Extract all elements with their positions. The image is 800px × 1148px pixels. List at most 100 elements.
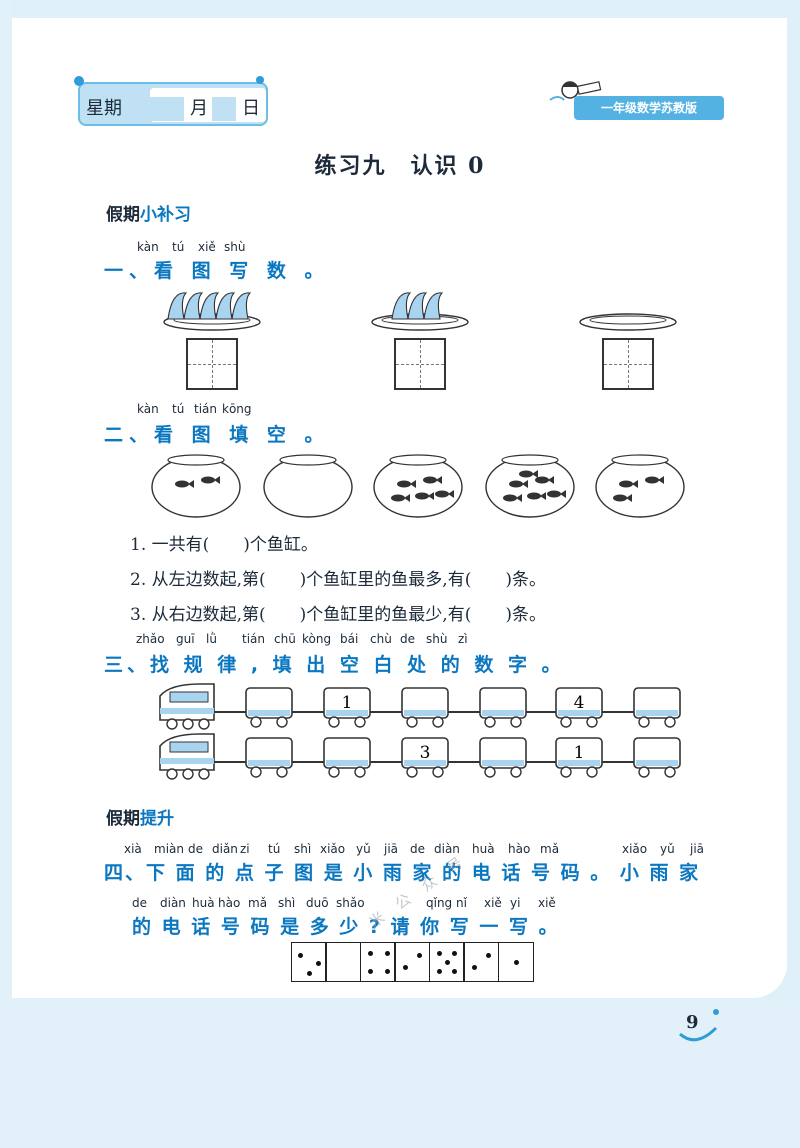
- fish-icon: [201, 476, 220, 484]
- pinyin: tián: [242, 632, 265, 646]
- pinyin: guī: [176, 632, 195, 646]
- question-2-line-2: 2. 从左边数起,第( )个鱼缸里的鱼最多,有( )条。: [130, 570, 546, 590]
- wave-icon: [679, 1009, 719, 1042]
- day-label: 日: [242, 98, 260, 119]
- plate: [579, 313, 677, 331]
- train-car[interactable]: [401, 687, 449, 728]
- pinyin: qǐng: [426, 896, 453, 910]
- train-car[interactable]: 3: [401, 737, 449, 778]
- plate: [163, 292, 261, 331]
- weekday-label: 星期: [86, 98, 122, 119]
- pinyin: de: [400, 632, 415, 646]
- pinyin: xiě: [198, 240, 216, 254]
- train-car[interactable]: 1: [555, 737, 603, 778]
- pinyin: zi: [240, 842, 250, 856]
- train-car[interactable]: 4: [555, 687, 603, 728]
- dot: [297, 953, 303, 958]
- section-tag-suffix: 小补习: [140, 205, 191, 225]
- pinyin: bái: [340, 632, 359, 646]
- banana-icon: [183, 292, 204, 320]
- plate: [371, 292, 469, 331]
- pinyin: nǐ: [456, 896, 467, 910]
- dot-die: [463, 942, 499, 982]
- fish-icon: [619, 480, 638, 488]
- pinyin: lǜ: [206, 632, 217, 646]
- month-label: 月: [190, 98, 208, 119]
- pinyin: shù: [426, 632, 448, 646]
- question-1-heading: 一、看 图 写 数 。: [104, 260, 330, 282]
- kid-mascot-icon: [549, 81, 602, 101]
- banana-icon: [391, 292, 412, 320]
- pinyin: shǎo: [336, 896, 365, 910]
- dot: [486, 953, 491, 958]
- dot: [367, 951, 373, 956]
- train-car[interactable]: [323, 737, 371, 778]
- answer-box[interactable]: [602, 338, 654, 390]
- day-blank[interactable]: [212, 97, 236, 121]
- car-number: 4: [574, 693, 585, 713]
- fish-icon: [519, 470, 538, 478]
- dot-die: [394, 942, 430, 982]
- train-car[interactable]: [633, 737, 681, 778]
- month-blank[interactable]: [166, 97, 184, 121]
- dot: [451, 951, 457, 956]
- fish-icon: [547, 490, 566, 498]
- fish-bowl: [263, 454, 353, 518]
- pinyin: xiě: [484, 896, 502, 910]
- pinyin: tián: [194, 402, 217, 416]
- question-4-line-1: 四、下 面 的 点 子 图 是 小 雨 家 的 电 话 号 码 。 小 雨 家: [104, 862, 701, 884]
- bubble-icon: [256, 76, 264, 84]
- dot: [451, 969, 457, 974]
- train-car[interactable]: 1: [323, 687, 371, 728]
- banana-icon: [215, 292, 236, 320]
- pinyin: huà: [472, 842, 495, 856]
- fish-icon: [175, 480, 194, 488]
- section-tag-improve: 假期提升: [102, 804, 182, 832]
- question-2-line-3: 3. 从右边数起,第( )个鱼缸里的鱼最少,有( )条。: [130, 605, 546, 625]
- pinyin: xiǎo: [320, 842, 346, 856]
- banana-icon: [167, 292, 188, 320]
- pinyin: xiǎo: [622, 842, 648, 856]
- answer-box[interactable]: [186, 338, 238, 390]
- pinyin: shì: [294, 842, 312, 856]
- locomotive-icon: [159, 683, 215, 730]
- train-car[interactable]: [633, 687, 681, 728]
- train-car[interactable]: [245, 687, 293, 728]
- pinyin: chū: [274, 632, 296, 646]
- pinyin: mǎ: [540, 842, 560, 856]
- train-car[interactable]: [479, 737, 527, 778]
- car-number: 1: [574, 743, 585, 763]
- section-tag-prefix: 假期: [106, 809, 140, 829]
- date-box: 星期 月 日: [74, 76, 268, 126]
- grade-tag: 一年级数学苏教版: [574, 96, 724, 120]
- banana-icon: [423, 292, 444, 320]
- pinyin: de: [410, 842, 425, 856]
- train-car[interactable]: [479, 687, 527, 728]
- dot-die: [497, 942, 534, 982]
- pinyin: kàn: [137, 240, 159, 254]
- fish-icon: [645, 476, 664, 484]
- train-car[interactable]: [245, 737, 293, 778]
- dot: [306, 971, 312, 976]
- fish-icon: [435, 490, 454, 498]
- fish-icon: [613, 494, 632, 502]
- pinyin: diàn: [160, 896, 186, 910]
- bubble-icon: [74, 76, 84, 86]
- bottom-band: [0, 1000, 800, 1148]
- fish-icon: [397, 480, 416, 488]
- fish-bowl: [485, 454, 575, 518]
- pinyin: xiě: [538, 896, 556, 910]
- pinyin: jiā: [384, 842, 399, 856]
- section-tag-prefix: 假期: [106, 205, 140, 225]
- fish-icon: [391, 494, 410, 502]
- fish-bowls-illustration: [151, 454, 685, 518]
- dot-die: [359, 942, 396, 982]
- car-number: 3: [420, 743, 431, 763]
- date-cells: 月 日: [150, 88, 266, 122]
- answer-box[interactable]: [394, 338, 446, 390]
- dot-die: [325, 942, 361, 982]
- pinyin: kòng: [302, 632, 332, 646]
- pinyin: diǎn: [212, 842, 238, 856]
